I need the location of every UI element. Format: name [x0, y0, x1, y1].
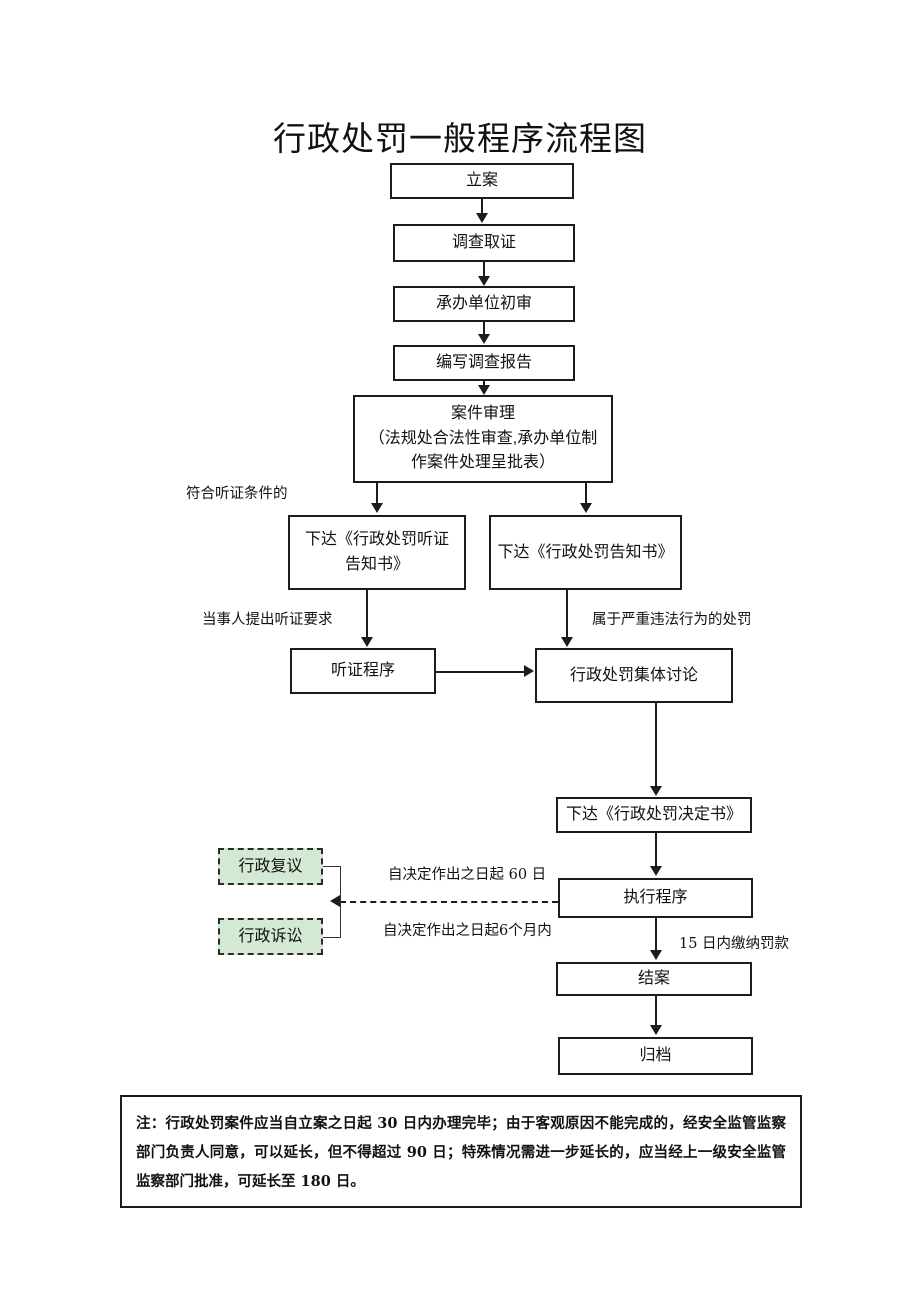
node-xing-zheng-fu-yi[interactable]: 行政复议	[218, 848, 323, 885]
arrowhead-down	[476, 213, 488, 223]
node-label: 结案	[637, 970, 670, 988]
connector-zhixing-to-jiean	[655, 918, 657, 951]
note-text: 注：行政处罚案件应当自立案之日起 30 日内办理完毕；由于客观原因不能完成的，经…	[136, 1115, 786, 1190]
connector-gaozhi-to-jiti-taolun	[566, 590, 568, 638]
node-an-jian-shen-li[interactable]: 案件审理 （法规处合法性审查,承办单位制 作案件处理呈批表）	[353, 395, 613, 483]
edge-label-party-request: 当事人提出听证要求	[202, 612, 333, 628]
arrowhead-down	[650, 1025, 662, 1035]
node-label: 听证程序	[330, 662, 395, 680]
node-label-line3: 作案件处理呈批表）	[410, 454, 555, 472]
node-label: 调查取证	[451, 234, 516, 252]
node-label: 编写调查报告	[435, 354, 532, 372]
node-chu-fa-gao-zhi-shu[interactable]: 下达《行政处罚告知书》	[489, 515, 682, 590]
node-label: 归档	[639, 1047, 672, 1065]
node-diao-cha-qu-zheng[interactable]: 调查取证	[393, 224, 575, 262]
arrowhead-down	[650, 950, 662, 960]
node-ting-zheng-cheng-xu[interactable]: 听证程序	[290, 648, 436, 694]
connector-zhixing-to-fuyi-susong-dashed	[340, 901, 558, 903]
node-li-an[interactable]: 立案	[390, 163, 574, 199]
node-label: 承办单位初审	[435, 295, 532, 313]
arrowhead-down	[650, 786, 662, 796]
node-bian-xie-bao-gao[interactable]: 编写调查报告	[393, 345, 575, 381]
node-cheng-ban-chu-shen[interactable]: 承办单位初审	[393, 286, 575, 322]
node-label-line1: 案件审理	[450, 404, 515, 422]
node-xing-zheng-su-song[interactable]: 行政诉讼	[218, 918, 323, 955]
connector-juedingshu-to-zhixing	[655, 833, 657, 868]
connector-jiean-to-guidang	[655, 996, 657, 1026]
arrowhead-left	[330, 895, 340, 907]
node-gui-dang[interactable]: 归档	[558, 1037, 753, 1075]
node-label: 下达《行政处罚告知书》	[497, 543, 674, 561]
bracket-vertical	[340, 866, 341, 938]
note-box: 注：行政处罚案件应当自立案之日起 30 日内办理完毕；由于客观原因不能完成的，经…	[120, 1095, 802, 1208]
connector-li-an-to-diaocha	[481, 199, 483, 215]
connector-shenli-to-gaozhi	[585, 483, 587, 505]
node-label-line2: （法规处合法性审查,承办单位制	[368, 429, 598, 447]
node-label: 下达《行政处罚决定书》	[565, 806, 742, 824]
arrowhead-down	[478, 334, 490, 344]
edge-label-hearing-condition: 符合听证条件的	[186, 486, 288, 502]
edge-label-review-60-days: 自决定作出之日起 60 日	[388, 867, 547, 883]
node-label: 立案	[465, 172, 498, 190]
bracket-top-stub	[323, 866, 341, 867]
node-ting-zheng-gao-zhi-shu[interactable]: 下达《行政处罚听证 告知书》	[288, 515, 466, 590]
arrowhead-down	[650, 866, 662, 876]
node-label: 行政复议	[238, 857, 303, 875]
node-jie-an[interactable]: 结案	[556, 962, 752, 996]
bracket-bottom-stub	[323, 937, 341, 938]
edge-label-litigation-6-months: 自决定作出之日起6个月内	[383, 923, 552, 939]
arrowhead-down	[361, 637, 373, 647]
page-title: 行政处罚一般程序流程图	[273, 119, 647, 158]
node-label: 行政处罚集体讨论	[569, 666, 698, 684]
edge-label-serious-violation: 属于严重违法行为的处罚	[592, 612, 752, 628]
connector-tingzheng-to-jiti	[436, 671, 525, 673]
node-label-line1: 下达《行政处罚听证	[304, 530, 449, 548]
arrowhead-down	[478, 276, 490, 286]
node-label: 执行程序	[623, 889, 688, 907]
connector-diaocha-to-chushen	[483, 262, 485, 278]
arrowhead-down	[561, 637, 573, 647]
connector-gaozhi-to-tingzheng-chengxu	[366, 590, 368, 638]
node-jue-ding-shu[interactable]: 下达《行政处罚决定书》	[556, 797, 752, 833]
arrowhead-down	[371, 503, 383, 513]
arrowhead-right	[524, 665, 534, 677]
edge-label-pay-15-days: 15 日内缴纳罚款	[679, 936, 790, 952]
connector-chushen-to-baogao	[483, 322, 485, 336]
arrowhead-down	[580, 503, 592, 513]
node-zhi-xing-cheng-xu[interactable]: 执行程序	[558, 878, 753, 918]
node-label: 行政诉讼	[238, 927, 303, 945]
arrowhead-down	[478, 385, 490, 395]
connector-jiti-to-juedingshu	[655, 703, 657, 787]
node-ji-ti-tao-lun[interactable]: 行政处罚集体讨论	[535, 648, 733, 703]
connector-shenli-to-tingzheng-gaozhi	[376, 483, 378, 505]
node-label-line2: 告知书》	[344, 555, 409, 573]
